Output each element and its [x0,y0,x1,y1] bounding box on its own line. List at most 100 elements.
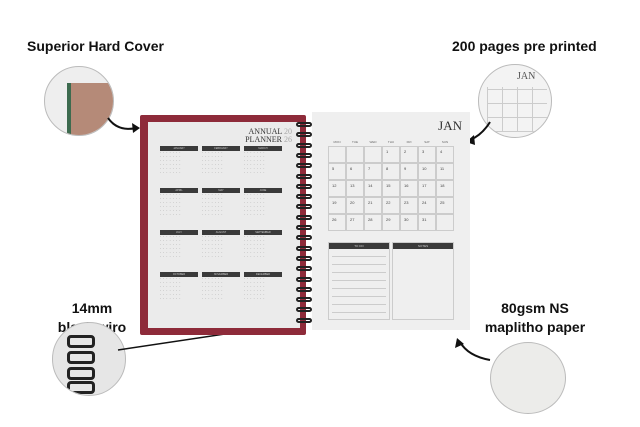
wiro-coil [296,152,312,158]
day-cell: 5 [328,163,346,180]
weekday-label: THU [387,140,395,144]
day-cell: 13 [346,180,364,197]
wiro-coil [296,194,312,200]
wiro-coil [296,297,312,303]
annual-planner-title: ANNUAL 20 PLANNER 26 [245,128,292,144]
mini-month-days: • • • • • • • • • • • • • • • • • • • • … [202,194,224,216]
day-cell [364,146,382,163]
mini-month-days: • • • • • • • • • • • • • • • • • • • • … [244,152,266,174]
day-cell: 20 [346,197,364,214]
callout-pages: 200 pages pre printed [452,38,597,54]
mini-month: APRIL• • • • • • • • • • • • • • • • • •… [160,188,198,217]
day-cell: 26 [328,214,346,231]
day-cell [346,146,364,163]
day-cell: 6 [346,163,364,180]
callout-paper-line1: 80gsm NS [501,300,569,316]
day-cell: 10 [418,163,436,180]
pages-closeup: JAN [478,64,552,138]
day-cell: 14 [364,180,382,197]
mini-month: MAY• • • • • • • • • • • • • • • • • • •… [202,188,240,217]
mini-month-days: • • • • • • • • • • • • • • • • • • • • … [244,236,266,258]
mini-month-days: • • • • • • • • • • • • • • • • • • • • … [202,278,224,300]
day-cell: 25 [436,197,454,214]
day-cell: 7 [364,163,382,180]
notes-header: NOTES [393,243,453,249]
day-cell: 23 [400,197,418,214]
wiro-coil [296,183,312,189]
wiro-coil [296,245,312,251]
mini-month-header: JULY [160,230,198,235]
mini-month-days: • • • • • • • • • • • • • • • • • • • • … [202,236,224,258]
mini-month-header: DECEMBER [244,272,282,277]
arrow-head-icon [132,123,140,133]
day-cell: 2 [400,146,418,163]
notes-section: NOTES [392,242,454,320]
day-cell: 11 [436,163,454,180]
annual-planner-page: ANNUAL 20 PLANNER 26 JANUARY• • • • • • … [148,122,300,328]
day-cell: 1 [382,146,400,163]
day-cell [436,214,454,231]
title-line1: ANNUAL [248,127,282,136]
wiro-closeup [52,322,126,396]
weekday-label: MON [333,140,341,144]
mini-month: NOVEMBER• • • • • • • • • • • • • • • • … [202,272,240,301]
wiro-coil [296,266,312,272]
day-cell: 9 [400,163,418,180]
mini-month-header: SEPTEMBER [244,230,282,235]
mini-month: JUNE• • • • • • • • • • • • • • • • • • … [244,188,282,217]
day-cell [328,146,346,163]
day-cell: 31 [418,214,436,231]
mini-month-days: • • • • • • • • • • • • • • • • • • • • … [202,152,224,174]
wiro-coil [296,122,312,127]
mini-month-header: JANUARY [160,146,198,151]
day-cell: 12 [328,180,346,197]
year-digits-1: 20 [284,127,292,136]
mini-month-days: • • • • • • • • • • • • • • • • • • • • … [160,278,182,300]
callout-hard-cover: Superior Hard Cover [27,38,164,54]
wiro-coil [296,173,312,179]
wiro-coil [296,276,312,282]
mini-month-days: • • • • • • • • • • • • • • • • • • • • … [160,194,182,216]
mini-month-days: • • • • • • • • • • • • • • • • • • • • … [160,236,182,258]
mini-month-header: APRIL [160,188,198,193]
wiro-coil [296,204,312,210]
wiro-coil [296,307,312,313]
mini-month-days: • • • • • • • • • • • • • • • • • • • • … [244,278,266,300]
day-cell: 18 [436,180,454,197]
month-title: JAN [438,118,462,133]
weekday-label: TUE [352,140,358,144]
weekday-label: WED [369,140,377,144]
mini-month: AUGUST• • • • • • • • • • • • • • • • • … [202,230,240,259]
wiro-coil [296,163,312,169]
wiro-coil [296,225,312,230]
day-cell: 19 [328,197,346,214]
arrow-head-icon [455,338,464,348]
day-cell: 24 [418,197,436,214]
wiro-coil [296,286,312,292]
mini-month: DECEMBER• • • • • • • • • • • • • • • • … [244,272,282,301]
mini-month: SEPTEMBER• • • • • • • • • • • • • • • •… [244,230,282,259]
mini-month: FEBRUARY• • • • • • • • • • • • • • • • … [202,146,240,175]
mini-month: JANUARY• • • • • • • • • • • • • • • • •… [160,146,198,175]
mini-month-header: OCTOBER [160,272,198,277]
day-cell: 3 [418,146,436,163]
wiro-coil [296,235,312,241]
wiro-coil [296,142,312,148]
day-cell: 22 [382,197,400,214]
todo-header: TO DO [329,243,389,249]
weekday-label: FRI [406,140,412,144]
wiro-coil [296,132,312,138]
day-cell: 28 [364,214,382,231]
todo-section: TO DO [328,242,390,320]
mini-month-header: MARCH [244,146,282,151]
mini-month-header: AUGUST [202,230,240,235]
mini-month-days: • • • • • • • • • • • • • • • • • • • • … [160,152,182,174]
mini-month-header: NOVEMBER [202,272,240,277]
mini-month-days: • • • • • • • • • • • • • • • • • • • • … [244,194,266,216]
mini-month: OCTOBER• • • • • • • • • • • • • • • • •… [160,272,198,301]
year-digits-2: 26 [284,135,292,144]
weekday-label: SUN [441,140,449,144]
